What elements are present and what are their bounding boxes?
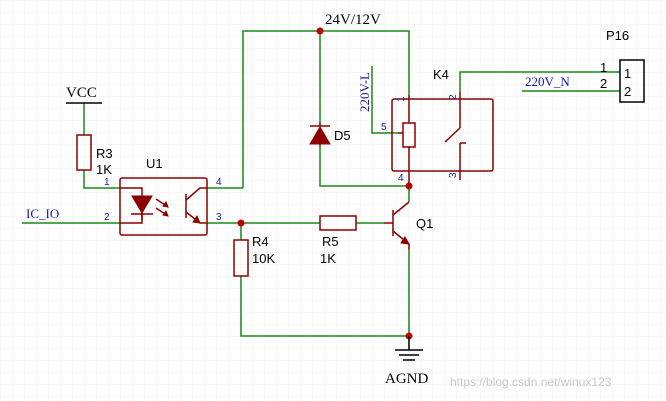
d5-ref: D5 [334, 128, 351, 143]
r3-ref: R3 [96, 146, 113, 161]
r5-value: 1K [320, 251, 336, 266]
r3-value: 1K [96, 162, 112, 177]
q1-ref: Q1 [416, 216, 433, 231]
k4-ref: K4 [433, 67, 449, 82]
resistor-r3[interactable]: R3 1K [76, 134, 113, 177]
u1-pin-3: 3 [216, 212, 222, 223]
r5-ref: R5 [322, 234, 339, 249]
junction-supply [316, 27, 324, 35]
p16-wire-pin-2: 2 [600, 76, 607, 91]
wires [22, 30, 620, 337]
u1-pin-4: 4 [216, 177, 222, 188]
ac-neutral-label: 220V_N [525, 74, 570, 89]
resistor-r5[interactable]: R5 1K [319, 215, 357, 266]
r4-value: 10K [252, 251, 275, 266]
u1-pin-2: 2 [104, 212, 110, 223]
wire-r3-u1 [83, 170, 120, 189]
junction-r4 [237, 219, 245, 227]
wire-relay-common [459, 71, 620, 92]
k4-pin-4: 4 [398, 173, 404, 184]
wire-ac-live [371, 66, 398, 134]
supply-net-label: 24V/12V [325, 12, 381, 28]
vcc-symbol: VCC [66, 85, 102, 104]
wire-supply-rail [242, 30, 410, 188]
connector-p16[interactable]: P16 1 2 1 2 [600, 28, 645, 103]
p16-pin-2: 2 [624, 84, 631, 99]
diode-d5[interactable]: D5 [309, 122, 351, 146]
ac-live-label: 220V-L [357, 72, 372, 112]
p16-ref: P16 [606, 28, 629, 43]
optocoupler-u1[interactable]: U1 1 2 3 4 [104, 156, 222, 236]
watermark-text: https://blog.csdn.net/winux123 [450, 375, 612, 389]
u1-ref: U1 [146, 156, 163, 171]
k4-pin-5: 5 [381, 122, 387, 133]
resistor-r4[interactable]: R4 10K [233, 234, 275, 277]
vcc-label: VCC [66, 85, 97, 101]
agnd-label: AGND [385, 371, 428, 387]
k4-pin-3: 3 [448, 172, 459, 178]
transistor-q1[interactable]: Q1 [384, 201, 433, 250]
u1-pin-1: 1 [104, 177, 110, 188]
p16-wire-pin-1: 1 [600, 60, 607, 75]
relay-k4[interactable]: K4 1 2 3 4 5 [381, 67, 494, 186]
k4-pin-1: 1 [396, 96, 407, 102]
input-net-label: IC_IO [26, 206, 59, 221]
wire-d5-anode [319, 146, 409, 187]
wire-r4-gnd [240, 276, 409, 337]
agnd-symbol: AGND [385, 336, 428, 387]
p16-pin-1: 1 [624, 66, 631, 81]
k4-pin-2: 2 [448, 94, 459, 100]
r4-ref: R4 [252, 234, 269, 249]
